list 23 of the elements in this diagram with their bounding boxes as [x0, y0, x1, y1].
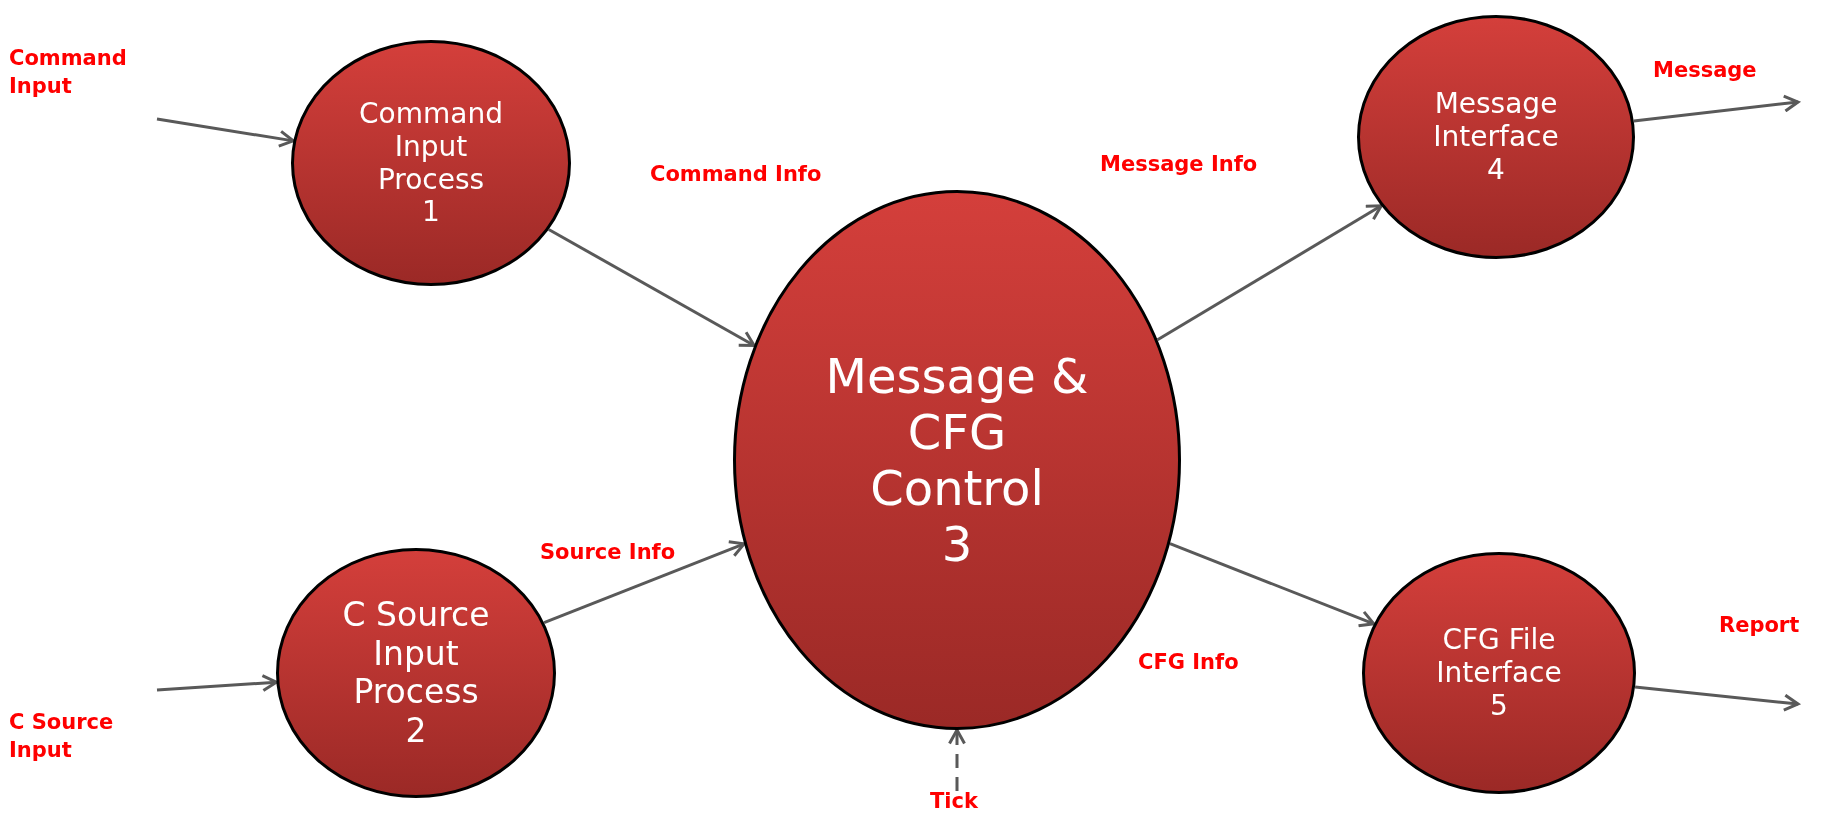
arrow: [1633, 94, 1800, 123]
edge-label: Message: [1653, 57, 1757, 84]
arrow: [1634, 685, 1800, 712]
edge-label: Tick: [930, 788, 978, 815]
edge-label: C Source Input: [9, 709, 115, 765]
process-label: Message Interface 4: [1433, 87, 1559, 187]
dashed-arrow: [948, 728, 966, 791]
process-label: Command Input Process 1: [359, 97, 503, 229]
arrow: [156, 117, 295, 148]
arrow: [543, 540, 746, 624]
edge-label: Source Info: [540, 539, 676, 566]
process-label: CFG File Interface 5: [1436, 623, 1562, 723]
edge-label: Command Info: [650, 161, 822, 188]
process-label: Message & CFG Control 3: [825, 347, 1089, 573]
process-label: C Source Input Process 2: [342, 595, 490, 751]
edge-label: Command Input: [9, 45, 128, 101]
edge-label: Message Info: [1100, 151, 1258, 178]
arrow: [548, 228, 756, 347]
arrow: [156, 674, 278, 693]
edge-label: CFG Info: [1138, 649, 1239, 676]
arrow: [1169, 542, 1376, 628]
arrow: [1156, 204, 1383, 342]
edge-label: Report: [1719, 612, 1800, 639]
